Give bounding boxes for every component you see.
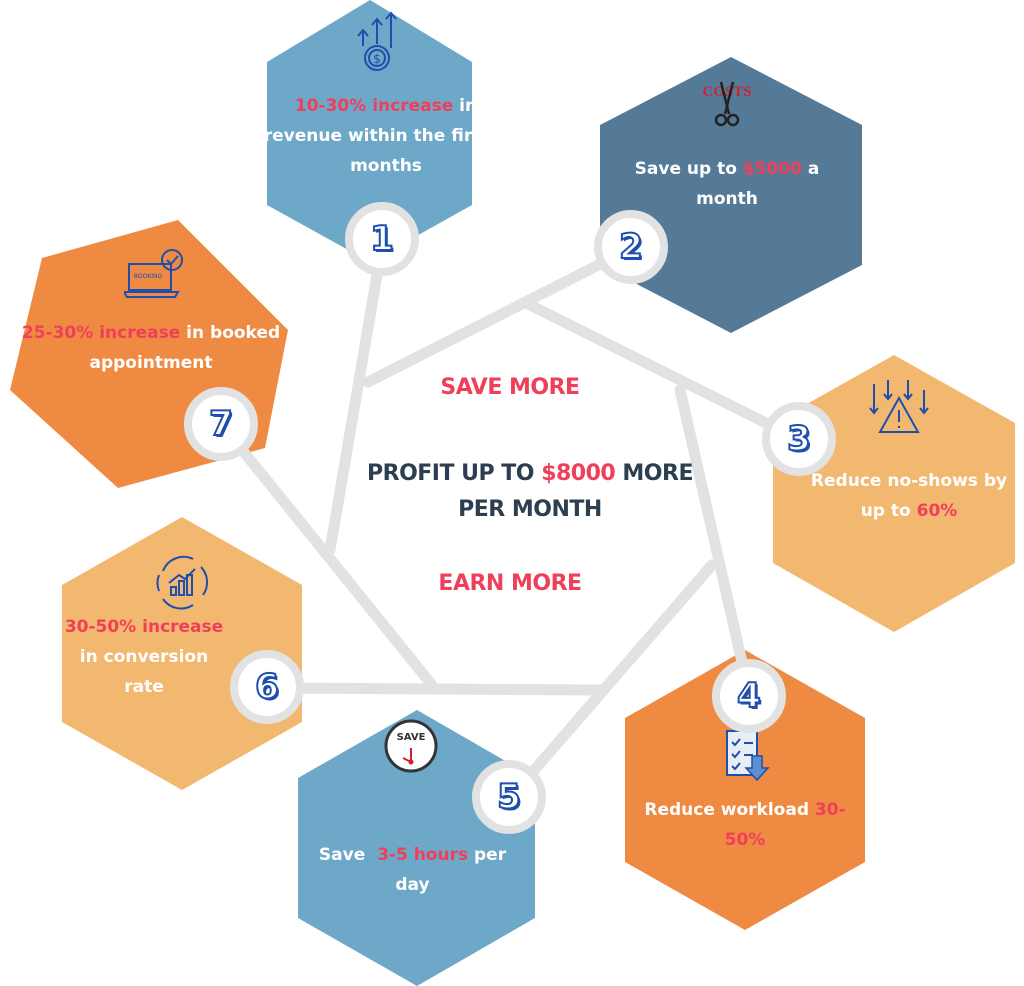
profit-statement: PROFIT UP TO $8000 MORE PER MONTH — [367, 461, 693, 522]
warning-arrows-icon — [869, 380, 929, 433]
save-more-heading: SAVE MORE — [440, 375, 580, 400]
hexagon-6 — [62, 517, 302, 790]
svg-text:$: $ — [373, 52, 381, 66]
svg-text:SAVE: SAVE — [397, 732, 426, 743]
item-6-text: 30-50% increase in conversion rate — [64, 617, 224, 697]
item-2-text: Save up to $5000 a month — [634, 159, 820, 209]
connector-lines — [216, 234, 806, 804]
number-badge-4: 4 — [712, 659, 786, 733]
svg-text:BOOKING: BOOKING — [134, 273, 163, 280]
number-badge-5: 5 — [472, 760, 546, 834]
hexagon-1 — [267, 0, 472, 262]
conversion-cycle-icon — [156, 555, 209, 610]
revenue-growth-icon: $ — [357, 11, 397, 71]
hexagon-3 — [773, 355, 1015, 632]
number-badge-6: 6 — [230, 650, 304, 724]
cut-costs-icon: COSTS — [702, 81, 752, 127]
item-4-text: Reduce workload 30-50% — [644, 800, 846, 850]
svg-text:COSTS: COSTS — [702, 84, 751, 100]
number-badge-2: 2 — [594, 210, 668, 284]
save-clock-icon: SAVE — [384, 719, 438, 773]
hexagon-2 — [600, 57, 862, 333]
booking-laptop-icon: BOOKING — [124, 249, 183, 298]
number-badge-3: 3 — [762, 402, 836, 476]
item-3-text: Reduce no-shows by up to 60% — [810, 471, 1008, 521]
number-badge-7: 7 — [184, 387, 258, 461]
item-5-text: Save 3-5 hours per day — [318, 845, 513, 895]
number-badge-1: 1 — [345, 202, 419, 276]
earn-more-heading: EARN MORE — [438, 571, 582, 596]
item-7-text: 25-30% increase in booked appointment — [21, 323, 281, 373]
item-1-text: 10-30% increase in revenue within the fi… — [263, 96, 509, 176]
checklist-download-icon — [726, 730, 770, 782]
hexagon-4 — [625, 650, 865, 930]
